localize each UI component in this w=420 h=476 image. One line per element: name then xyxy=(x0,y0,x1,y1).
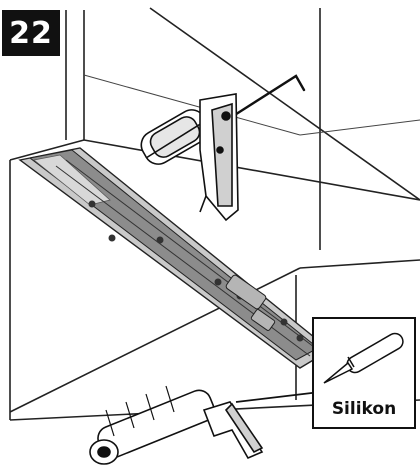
drain-channel xyxy=(18,147,332,369)
step-number-badge: 22 xyxy=(2,10,60,56)
caulking-gun-icon xyxy=(89,385,321,465)
allen-key-icon xyxy=(228,74,306,120)
silicone-label: Silikon xyxy=(331,399,397,419)
caulking-gun-icon xyxy=(140,93,239,222)
silicone-tube-icon xyxy=(323,332,404,384)
silicone-inset: Silikon xyxy=(312,317,416,429)
tile-joints xyxy=(83,74,420,136)
